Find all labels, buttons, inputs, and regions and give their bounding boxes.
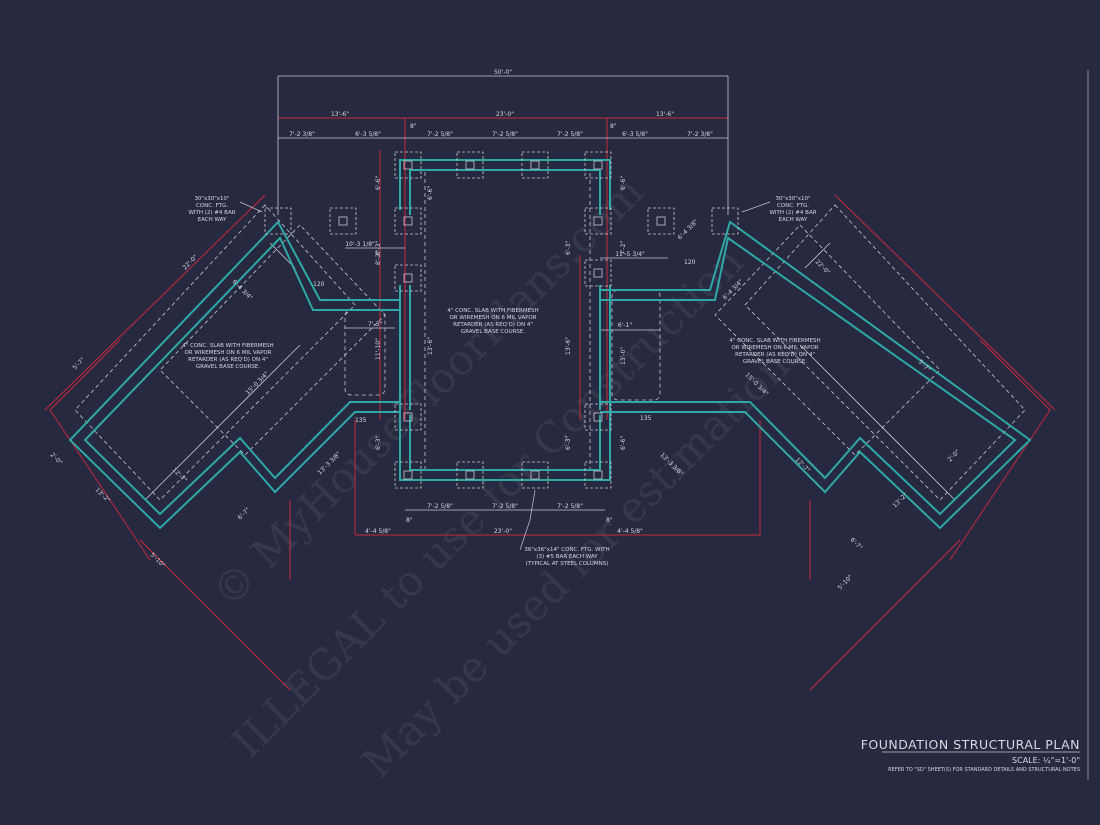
dim-bottom-segment: 7'-2 5/8" — [557, 503, 583, 510]
dim-left-inner: 7'-3" — [368, 321, 382, 328]
note-line: 36"x36"x14" CONC. FTG. WITH — [524, 547, 609, 553]
note-line: OR WIREMESH ON 6 MIL VAPOR — [184, 350, 271, 356]
dim-vertical: 13'-6" — [427, 337, 434, 355]
note-line: 4" CONC. SLAB WITH FIBERMESH — [447, 308, 538, 314]
note-line: OR WIREMESH ON 6 MIL VAPOR — [449, 315, 536, 321]
dim-top-segment: 7'-2 5/8" — [492, 131, 518, 138]
slab-note-right: 4" CONC. SLAB WITH FIBERMESH OR WIREMESH… — [729, 338, 820, 365]
dim-wing: 12'-7" — [794, 456, 812, 474]
dim-overall: 50'-0" — [494, 69, 512, 76]
dim-top-right-wing: 13'-6" — [656, 111, 674, 118]
note-line: WITH (2) #4 BAR — [769, 210, 816, 216]
watermark: © MyHouseFloorPlans.com ILLEGAL to use f… — [202, 167, 814, 787]
dim-right-inner: 6'-1" — [618, 322, 632, 329]
note-line: CONC. FTG. — [777, 203, 809, 209]
dim-top-left-wing: 13'-6" — [331, 111, 349, 118]
plan-title: FOUNDATION STRUCTURAL PLAN — [861, 737, 1080, 752]
note-line: 30"x30"x10" — [194, 196, 229, 202]
dim-vertical: 6'-3" — [565, 436, 572, 450]
plan-reference-note: REFER TO "SD" SHEET(S) FOR STANDARD DETA… — [888, 767, 1080, 773]
angle-label: 135 — [355, 417, 367, 424]
dim-wing: 5'-10" — [149, 551, 167, 569]
dim-wing: 6'-4 3/8" — [676, 218, 699, 241]
dim-vertical: 13'-6" — [565, 337, 572, 355]
dim-vertical: 6'-3" — [375, 436, 382, 450]
dim-top-center: 23'-0" — [496, 111, 514, 118]
note-line: 4" CONC. SLAB WITH FIBERMESH — [182, 343, 273, 349]
dim-wing: 5'-7" — [71, 356, 86, 371]
column-footings — [264, 151, 739, 489]
dim-vertical: 6'-3" — [375, 241, 382, 255]
plan-scale: SCALE: ¼"=1'-0" — [1012, 756, 1080, 765]
dim-wing: 13'-2" — [891, 492, 909, 510]
dim-vertical: 6'-6" — [375, 176, 382, 190]
dim-vertical: 6'-6" — [620, 436, 627, 450]
dim-wall-thickness: 8" — [406, 517, 413, 524]
note-line: RETARDER (AS REQ'D) ON 4" — [735, 352, 815, 358]
dim-left-inner: 8'-2" — [375, 251, 382, 265]
dim-right-inner: 13'-0" — [620, 347, 627, 365]
dim-wall-thickness: 8" — [606, 517, 613, 524]
footing-note-left: 30"x30"x10" CONC. FTG. WITH (2) #4 BAR E… — [188, 196, 235, 223]
note-line: WITH (2) #4 BAR — [188, 210, 235, 216]
note-line: RETARDER (AS REQ'D) ON 4" — [188, 357, 268, 363]
angle-label: 135 — [640, 415, 652, 422]
dim-vertical: 6'-6" — [620, 176, 627, 190]
dim-right-inner: 11'-5 3/4" — [615, 251, 645, 258]
note-line: 30"x30"x10" — [775, 196, 810, 202]
dim-top-segment: 6'-3 5/8" — [622, 131, 648, 138]
slab-note-left: 4" CONC. SLAB WITH FIBERMESH OR WIREMESH… — [182, 343, 273, 370]
note-line: OR WIREMESH ON 6 MIL VAPOR — [731, 345, 818, 351]
note-line: EACH WAY — [779, 217, 808, 223]
dim-right-inner: 7'-2" — [620, 241, 627, 255]
note-line: RETARDER (AS REQ'D) ON 4" — [453, 322, 533, 328]
dim-bottom-segment: 7'-2 5/8" — [427, 503, 453, 510]
leader-lines — [239, 201, 771, 551]
note-line: GRAVEL BASE COURSE. — [743, 359, 808, 365]
dim-bottom-segment: 7'-2 5/8" — [492, 503, 518, 510]
note-line: GRAVEL BASE COURSE. — [196, 364, 261, 370]
footing-note-right: 30"x30"x10" CONC. FTG. WITH (2) #4 BAR E… — [769, 196, 816, 223]
dim-top-segment: 7'-2 5/8" — [557, 131, 583, 138]
dim-bottom-right: 4'-4 5/8" — [617, 528, 643, 535]
dim-top-segment: 7'-2 3/8" — [289, 131, 315, 138]
slab-note-center: 4" CONC. SLAB WITH FIBERMESH OR WIREMESH… — [447, 308, 538, 335]
title-block: FOUNDATION STRUCTURAL PLAN SCALE: ¼"=1'-… — [861, 737, 1080, 773]
note-line: EACH WAY — [198, 217, 227, 223]
dim-wing: 22'-0" — [814, 258, 832, 276]
dim-wall-thickness: 8" — [610, 123, 617, 130]
footing-note-column: 36"x36"x14" CONC. FTG. WITH (3) #5 BAR E… — [524, 547, 609, 567]
dim-bottom-left: 4'-4 5/8" — [365, 528, 391, 535]
note-line: 4" CONC. SLAB WITH FIBERMESH — [729, 338, 820, 344]
dim-wing: 2'-0" — [946, 448, 961, 463]
note-line: (TYPICAL AT STEEL COLUMNS) — [526, 561, 609, 567]
dim-wing: 6'-4 3/4" — [231, 278, 254, 301]
dim-vertical: 6'-6" — [427, 186, 434, 200]
dim-wing: 15'-0 3/4" — [244, 370, 270, 396]
note-line: GRAVEL BASE COURSE. — [461, 329, 526, 335]
dim-left-inner: 10'-3 1/8" — [345, 241, 375, 248]
angle-label: 120 — [684, 259, 696, 266]
dim-wing: 6'-7" — [849, 536, 864, 551]
angle-label: 120 — [313, 281, 325, 288]
dim-wing: 13'-2" — [94, 486, 112, 504]
red-dimension-lines — [44, 117, 1056, 691]
dim-wing: 6'-7" — [236, 506, 251, 521]
dim-top-segment: 7'-2 5/8" — [427, 131, 453, 138]
dim-wall-thickness: 8" — [410, 123, 417, 130]
dim-left-inner: 11'-10" — [375, 338, 382, 360]
note-line: (3) #5 BAR EACH WAY — [536, 554, 598, 560]
dim-wing: 5'-10" — [836, 574, 854, 592]
dim-vertical: 6'-3" — [565, 241, 572, 255]
dim-wing: 2'-0" — [49, 451, 64, 466]
note-line: CONC. FTG. — [196, 203, 228, 209]
dim-top-segment: 7'-2 3/8" — [687, 131, 713, 138]
dim-top-segment: 6'-3 5/8" — [355, 131, 381, 138]
dim-wing: 12'-7" — [171, 466, 189, 484]
foundation-walls — [68, 159, 1032, 530]
dim-bottom-center: 23'-0" — [494, 528, 512, 535]
